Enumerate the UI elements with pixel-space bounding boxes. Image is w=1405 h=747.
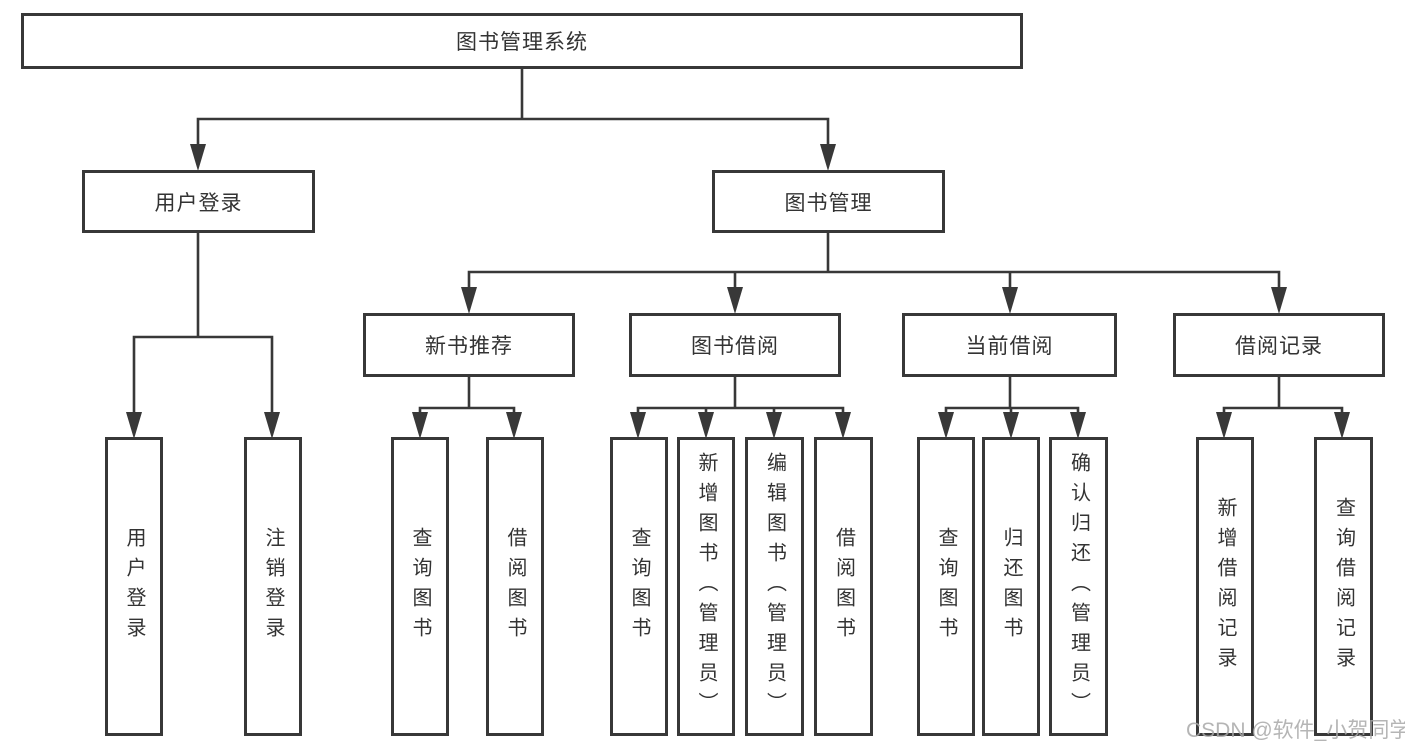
leaf-query-borrow-record: 查询借阅记录 xyxy=(1314,437,1373,736)
leaf-query-book-3: 查询图书 xyxy=(917,437,975,736)
node-user-login: 用户登录 xyxy=(82,170,315,233)
leaf-add-borrow-record: 新增借阅记录 xyxy=(1196,437,1254,736)
leaf-return-book: 归还图书 xyxy=(982,437,1040,736)
watermark: CSDN @软件_小贺同学 xyxy=(1186,719,1405,742)
node-book-management: 图书管理 xyxy=(712,170,945,233)
node-new-book-recommend: 新书推荐 xyxy=(363,313,575,377)
leaf-query-book-1: 查询图书 xyxy=(391,437,449,736)
arrowhead-icons xyxy=(126,144,1350,439)
node-root: 图书管理系统 xyxy=(21,13,1023,69)
leaf-add-book-admin: 新增图书（管理员） xyxy=(677,437,735,736)
node-borrow-records: 借阅记录 xyxy=(1173,313,1385,377)
leaf-edit-book-admin: 编辑图书（管理员） xyxy=(745,437,804,736)
leaf-borrow-book-1: 借阅图书 xyxy=(486,437,544,736)
leaf-confirm-return-admin: 确认归还（管理员） xyxy=(1049,437,1108,736)
connector-paths xyxy=(132,67,1344,414)
leaf-query-book-2: 查询图书 xyxy=(610,437,668,736)
node-book-borrow: 图书借阅 xyxy=(629,313,841,377)
leaf-user-login: 用户登录 xyxy=(105,437,163,736)
leaf-logout: 注销登录 xyxy=(244,437,302,736)
leaf-borrow-book-2: 借阅图书 xyxy=(814,437,873,736)
node-current-borrow: 当前借阅 xyxy=(902,313,1117,377)
